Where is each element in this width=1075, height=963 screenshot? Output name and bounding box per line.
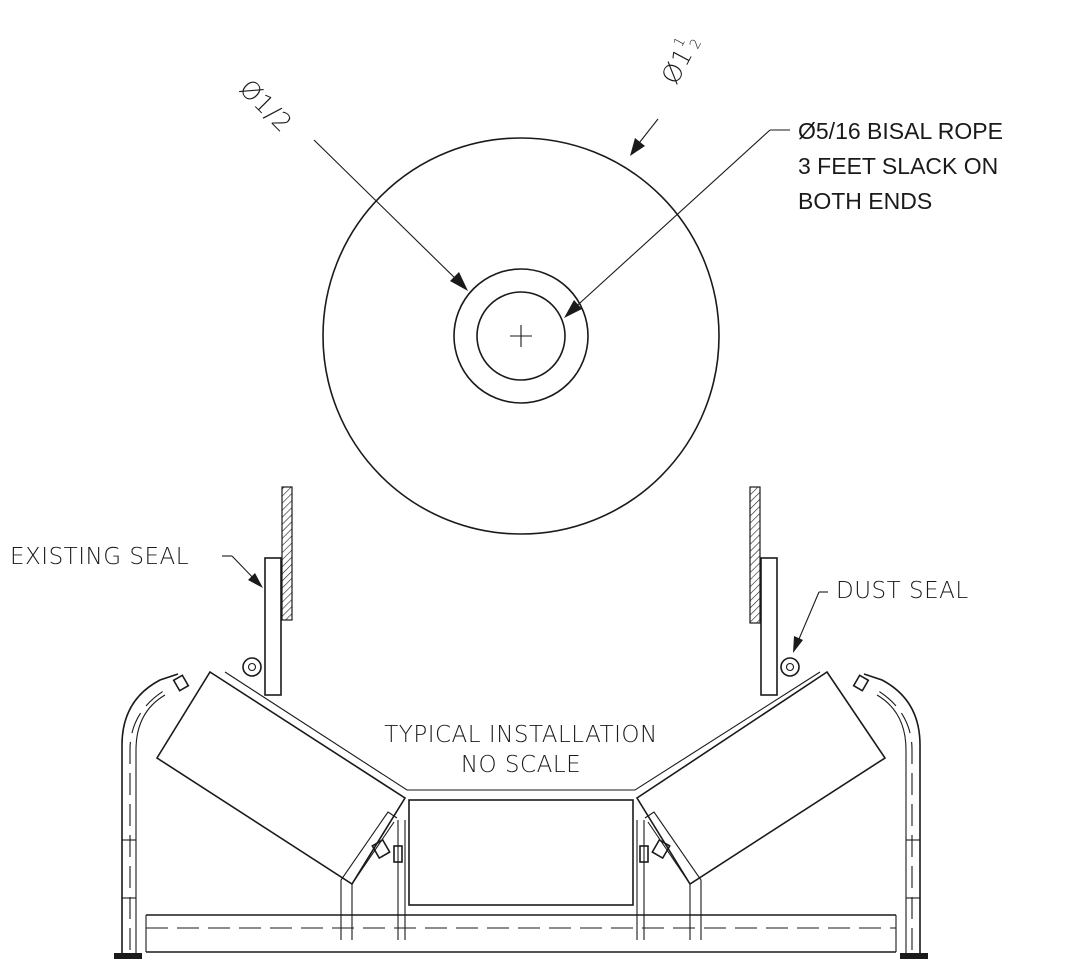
center-roll [408,799,634,906]
outer-diameter-label: Ø1 1 2 [656,34,706,89]
dust-seal-label: DUST SEAL [836,578,969,604]
inner-circle [476,291,566,381]
inner-diameter-label: Ø1/2 [234,74,298,138]
existing-seal-label: EXISTING SEAL [10,544,189,570]
left-skirt-plate [242,486,293,696]
right-wing-roll [635,670,887,886]
left-frame-leg [114,673,190,959]
right-frame-leg [852,673,928,959]
rope-note-line3: BOTH ENDS [798,188,932,214]
outer-circle [322,137,720,535]
title-line2: NO SCALE [461,752,581,778]
existing-seal-leader [222,555,263,588]
inner-dim-leader [313,139,468,291]
left-bolt-icon [242,657,262,677]
right-seal-strip [760,557,778,696]
right-skirt-plate [749,486,800,696]
outer-dim-leader [630,118,659,156]
svg-text:Ø1: Ø1 [656,43,699,89]
left-wing-roll [155,670,407,886]
rope-note-line1: Ø5/16 BISAL ROPE [798,118,1003,144]
belt-line [224,671,821,791]
svg-text:2: 2 [687,36,706,52]
rope-leader [564,129,790,318]
left-inner-bracket [340,811,406,940]
center-mark [510,325,532,347]
rope-cross-section [322,137,720,535]
base-channel [145,914,897,953]
left-seal-strip [264,557,282,696]
rope-note-line2: 3 FEET SLACK ON [798,153,998,179]
title-line1: TYPICAL INSTALLATION [384,722,658,748]
right-inner-bracket [636,811,702,940]
middle-circle [453,268,589,404]
troughing-idler [114,670,928,959]
dust-seal-leader [793,591,828,653]
right-bolt-icon [780,657,800,677]
